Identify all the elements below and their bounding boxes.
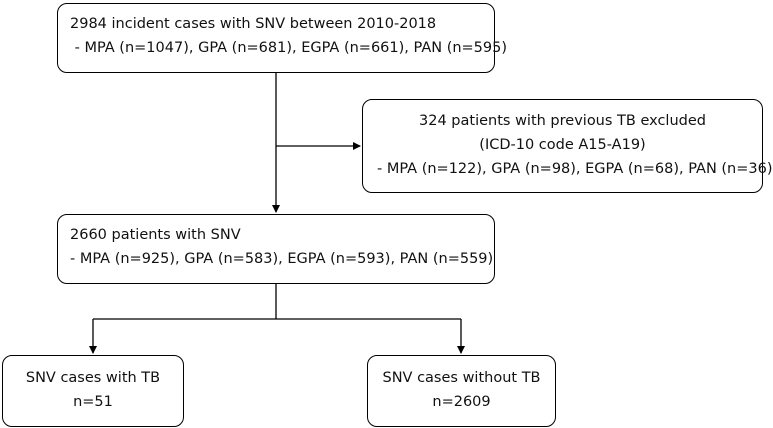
snv-without-tb-title: SNV cases without TB [382,370,541,386]
snv-with-tb-count: n=51 [73,394,113,410]
excluded-breakdown: - MPA (n=122), GPA (n=98), EGPA (n=68), … [377,161,773,177]
patients-with-snv-breakdown: - MPA (n=925), GPA (n=583), EGPA (n=593)… [70,251,494,267]
excluded-patients-box: 324 patients with previous TB excluded (… [362,99,773,193]
patients-with-snv-box: 2660 patients with SNV - MPA (n=925), GP… [57,214,495,284]
excluded-title: 324 patients with previous TB excluded [419,113,706,129]
patients-with-snv-title: 2660 patients with SNV [70,227,241,243]
snv-with-tb-title: SNV cases with TB [25,370,161,386]
incident-cases-breakdown: - MPA (n=1047), GPA (n=681), EGPA (n=661… [70,40,508,56]
incident-cases-title: 2984 incident cases with SNV between 201… [70,16,437,32]
incident-cases-box: 2984 incident cases with SNV between 201… [57,3,508,73]
snv-without-tb-box: SNV cases without TB n=2609 [367,355,556,427]
snv-without-tb-count: n=2609 [432,394,491,410]
excluded-code: (ICD-10 code A15-A19) [479,137,646,153]
snv-with-tb-box: SNV cases with TB n=51 [2,355,184,427]
